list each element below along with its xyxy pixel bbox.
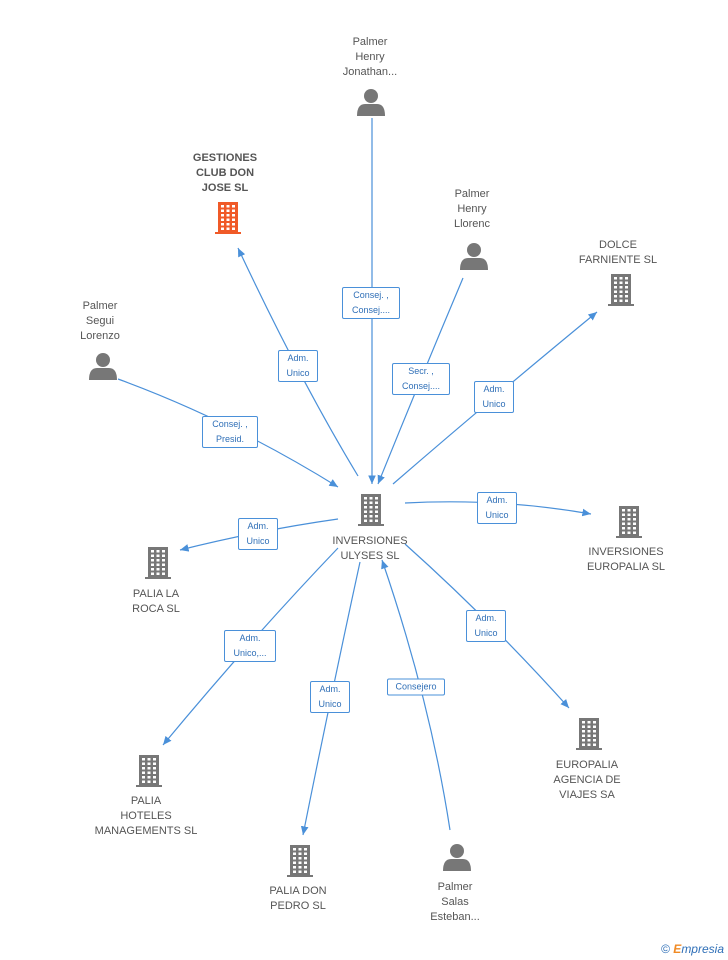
palmer-henry-llorenc-person-icon[interactable] [460,243,488,270]
gestiones-club-label[interactable]: GESTIONES CLUB DON JOSE SL [192,152,258,194]
palmer-salas-label[interactable]: Palmer Salas Esteban... [430,881,480,923]
edge-label-palia-hoteles[interactable]: Adm. Unico,... [224,630,276,662]
palmer-henry-jonathan-label[interactable]: Palmer Henry Jonathan... [342,36,398,78]
europalia-agencia-building-icon[interactable] [576,718,602,750]
edge-label-palmer-henry-jonathan[interactable]: Consej. , Consej.... [342,287,400,319]
footer-brand[interactable]: © Empresia [661,942,724,956]
edge-label-gestiones-club[interactable]: Adm. Unico [278,350,318,382]
edge-label-palmer-salas[interactable]: Consejero [387,678,445,696]
europalia-agencia-label[interactable]: EUROPALIA AGENCIA DE VIAJES SA [553,759,621,801]
edge-label-palia-don-pedro[interactable]: Adm. Unico [310,681,350,713]
palia-don-pedro-building-icon[interactable] [287,845,313,877]
palmer-henry-llorenc-label[interactable]: Palmer Henry Llorenc [453,188,491,230]
copyright-symbol: © [661,942,670,956]
palia-hoteles-label[interactable]: PALIA HOTELES MANAGEMENTS SL [94,795,198,837]
edge-label-palmer-segui[interactable]: Consej. , Presid. [202,416,258,448]
palia-la-roca-label[interactable]: PALIA LA ROCA SL [132,588,180,615]
center-company-building-icon[interactable] [358,494,384,526]
gestiones-club-building-icon[interactable] [215,202,241,234]
edge-label-palia-la-roca[interactable]: Adm. Unico [238,518,278,550]
dolce-farniente-building-icon[interactable] [608,274,634,306]
edge-label-europalia-agencia[interactable]: Adm. Unico [466,610,506,642]
edge-label-inversiones-europalia[interactable]: Adm. Unico [477,492,517,524]
palia-don-pedro-label[interactable]: PALIA DON PEDRO SL [269,885,327,912]
brand-logo-initial: E [673,942,682,956]
brand-logo-text: mpresia [681,942,724,956]
inversiones-europalia-building-icon[interactable] [616,506,642,538]
palia-la-roca-building-icon[interactable] [145,547,171,579]
dolce-farniente-label[interactable]: DOLCE FARNIENTE SL [578,239,658,266]
center-company-label[interactable]: INVERSIONES ULYSES SL [332,535,408,562]
inversiones-europalia-label[interactable]: INVERSIONES EUROPALIA SL [586,546,666,573]
palmer-segui-label[interactable]: Palmer Segui Lorenzo [80,300,120,342]
palmer-henry-jonathan-person-icon[interactable] [357,89,385,116]
edge-palmer-salas [381,559,451,831]
palmer-salas-person-icon[interactable] [443,844,471,871]
palmer-segui-person-icon[interactable] [89,353,117,380]
edge-label-palmer-henry-llorenc[interactable]: Secr. , Consej.... [392,363,450,395]
edge-label-dolce-farniente[interactable]: Adm. Unico [474,381,514,413]
palia-hoteles-building-icon[interactable] [136,755,162,787]
